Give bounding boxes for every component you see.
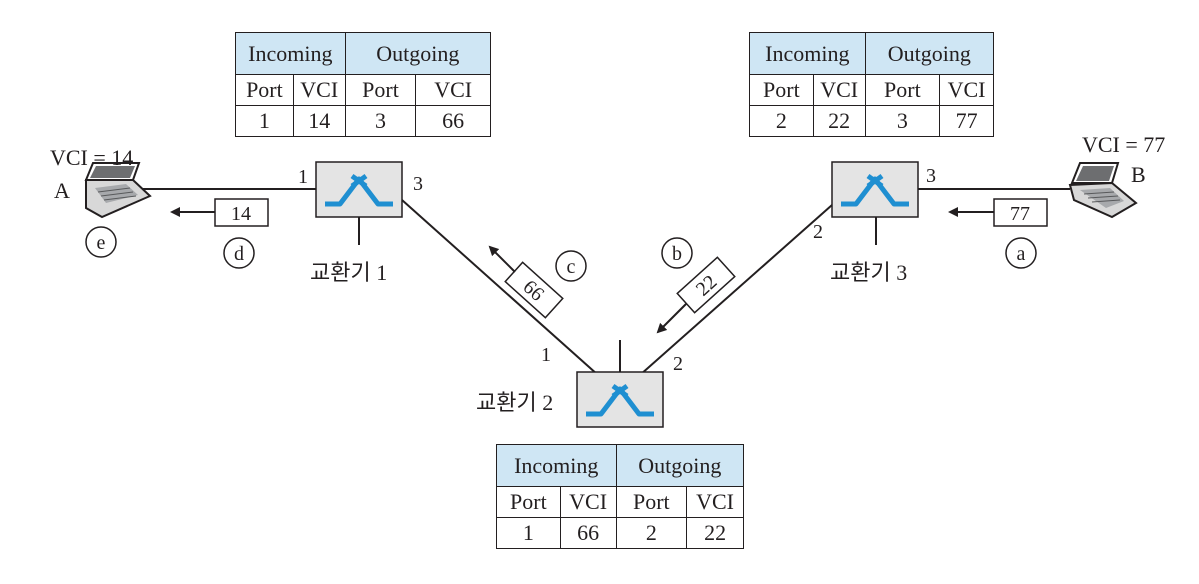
switch-2-label: 교환기 2 <box>476 390 553 415</box>
switch-1-port-1: 1 <box>298 166 308 188</box>
switch-3-port-2: 2 <box>813 221 823 243</box>
svg-text:c: c <box>567 256 576 278</box>
packet-77-label: 77 <box>1010 203 1030 225</box>
vci-header: VCI <box>292 74 346 106</box>
outgoing-port-cell: 2 <box>615 517 688 549</box>
port-header: Port <box>235 74 294 106</box>
svg-text:d: d <box>234 243 244 265</box>
host-b-vci-label: VCI = 77 <box>1082 132 1165 157</box>
switch-1-port-3: 3 <box>413 173 423 195</box>
switch-1 <box>315 161 403 218</box>
incoming-header: Incoming <box>496 444 617 487</box>
vci-header: VCI <box>415 74 491 106</box>
host-a-label: A <box>54 178 70 203</box>
packet-66-arrow-icon <box>488 245 516 273</box>
vci-header: VCI <box>812 74 866 106</box>
outgoing-header: Outgoing <box>864 32 995 75</box>
host-a-vci-label: VCI = 14 <box>50 145 133 170</box>
vci-header: VCI <box>686 486 744 518</box>
port-header: Port <box>344 74 417 106</box>
step-c-marker: c <box>555 250 587 282</box>
switch-2-cross-icon <box>611 383 629 399</box>
incoming-header: Incoming <box>749 32 866 75</box>
packet-22: 22 <box>656 256 736 334</box>
vci-header: VCI <box>559 486 617 518</box>
packet-77: 77 <box>948 198 1048 227</box>
incoming-vci-cell: 22 <box>812 105 866 137</box>
link-switch1-switch2 <box>401 199 599 376</box>
incoming-port-cell: 1 <box>496 517 561 549</box>
switch-2-vc-table: Incoming Outgoing Port VCI Port VCI 1 66… <box>496 444 745 549</box>
port-header: Port <box>749 74 814 106</box>
svg-text:b: b <box>672 243 682 265</box>
switch-3 <box>831 161 919 218</box>
packet-66: 66 <box>488 245 564 319</box>
switch-1-vc-table: Incoming Outgoing Port VCI Port VCI 1 14… <box>235 32 492 137</box>
switch-3-label: 교환기 3 <box>830 260 907 285</box>
outgoing-vci-cell: 22 <box>686 517 744 549</box>
outgoing-header: Outgoing <box>615 444 745 487</box>
incoming-header: Incoming <box>235 32 346 75</box>
packet-14: 14 <box>170 198 269 227</box>
svg-text:a: a <box>1017 243 1026 265</box>
outgoing-port-cell: 3 <box>864 105 941 137</box>
incoming-port-cell: 2 <box>749 105 814 137</box>
outgoing-vci-cell: 77 <box>939 105 994 137</box>
host-b-label: B <box>1131 162 1146 187</box>
outgoing-port-cell: 3 <box>344 105 417 137</box>
link-switch2-switch3 <box>639 204 833 376</box>
switch-2-port-1: 1 <box>541 344 551 366</box>
vci-header: VCI <box>939 74 994 106</box>
laptop-a-icon <box>84 162 152 219</box>
switch-2-port-2: 2 <box>673 353 683 375</box>
step-d-marker: d <box>223 237 255 269</box>
laptop-b-icon <box>1068 162 1138 219</box>
outgoing-vci-cell: 66 <box>415 105 491 137</box>
packet-22-arrow-icon <box>656 303 687 334</box>
port-header: Port <box>496 486 561 518</box>
switch-3-vc-table: Incoming Outgoing Port VCI Port VCI 2 22… <box>749 32 995 137</box>
packet-14-label: 14 <box>231 203 251 225</box>
switch-1-cross-icon <box>350 173 368 189</box>
switch-1-label: 교환기 1 <box>310 260 387 285</box>
incoming-vci-cell: 66 <box>559 517 617 549</box>
switch-2 <box>576 371 664 428</box>
outgoing-header: Outgoing <box>344 32 492 75</box>
incoming-vci-cell: 14 <box>292 105 346 137</box>
step-a-marker: a <box>1005 237 1037 269</box>
step-e-marker: e <box>85 226 117 258</box>
step-b-marker: b <box>661 237 693 269</box>
port-header: Port <box>615 486 688 518</box>
switch-3-cross-icon <box>866 173 884 189</box>
switch-3-port-3: 3 <box>926 165 936 187</box>
port-header: Port <box>864 74 941 106</box>
svg-text:e: e <box>97 232 106 254</box>
incoming-port-cell: 1 <box>235 105 294 137</box>
